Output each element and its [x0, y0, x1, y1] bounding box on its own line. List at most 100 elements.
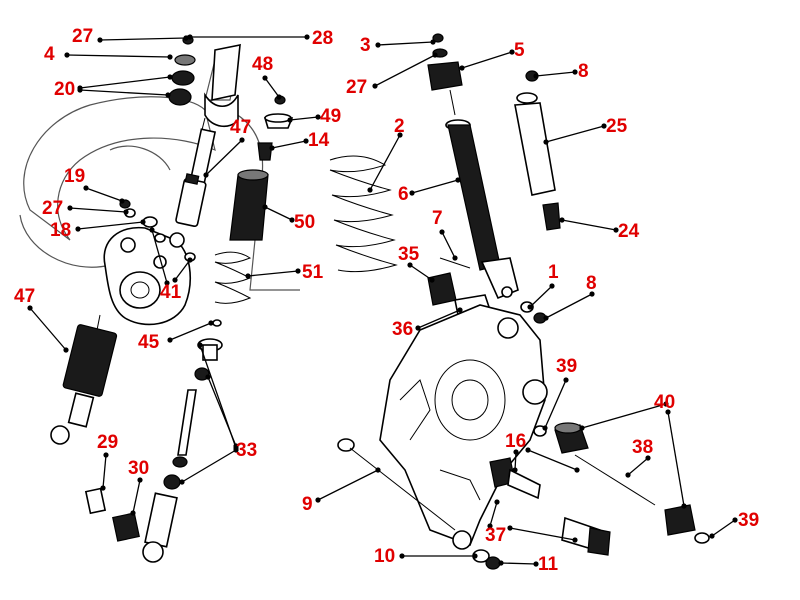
leader-dot-c41	[187, 257, 193, 263]
leader-dot-c28	[304, 34, 310, 40]
leader-line-c37	[509, 527, 576, 541]
leader-line-c51	[247, 270, 299, 277]
callout-label-c4: 4	[44, 44, 55, 65]
leader-dot-c29	[103, 452, 109, 458]
leader-dot-c50	[262, 204, 268, 210]
leader-dot-c11	[498, 560, 504, 566]
leader-line-c16	[514, 451, 517, 471]
leader-dot-c18	[140, 219, 146, 225]
leader-dot-c19	[119, 198, 125, 204]
leader-dot-c19	[83, 185, 89, 191]
leader-dot-c3	[430, 39, 436, 45]
leader-line-c14	[271, 140, 307, 149]
leader-dot-c47b	[27, 305, 33, 311]
leader-line-c27b	[69, 207, 127, 213]
leader-line-c36	[417, 309, 461, 329]
leader-dot-c1	[549, 283, 555, 289]
callout-label-c8a: 8	[578, 61, 589, 82]
leader-dot-c36	[457, 307, 463, 313]
leader-line-c20	[79, 76, 171, 89]
leader-line-c16	[527, 449, 578, 471]
leader-dot-c8a	[533, 73, 539, 79]
leader-dot-c37	[572, 537, 578, 543]
leader-dot-c27c	[372, 83, 378, 89]
leader-line-c47b	[29, 307, 67, 351]
leader-dot-c9	[315, 497, 321, 503]
leader-dot-c16	[574, 467, 580, 473]
leader-line-c8a	[535, 71, 576, 77]
leader-dot-c24	[559, 217, 565, 223]
leader-dot-c6	[409, 190, 415, 196]
callout-label-c1: 1	[548, 262, 559, 283]
small-spring	[212, 251, 252, 327]
leader-dot-c25	[601, 123, 607, 129]
callout-label-c27a: 27	[72, 26, 93, 47]
leader-line-c39b	[711, 519, 736, 537]
callout-label-c36: 36	[392, 319, 413, 340]
callout-label-c45: 45	[138, 332, 160, 353]
leader-line-c25	[545, 125, 605, 143]
washers-bottom	[472, 549, 501, 570]
leader-dot-c41	[172, 277, 178, 283]
leader-dot-c33	[179, 479, 185, 485]
callout-label-c14: 14	[308, 130, 330, 151]
leader-line-c27c	[374, 54, 436, 87]
leader-line-c5	[461, 51, 513, 69]
leader-line-c50	[264, 206, 293, 221]
leader-dot-c48	[276, 94, 282, 100]
leader-dot-c8a	[572, 69, 578, 75]
leader-dot-c27b	[123, 209, 129, 215]
leader-line-c38	[627, 457, 649, 476]
leader-line-c24	[561, 219, 617, 231]
leader-line-c6	[411, 179, 459, 194]
leader-dot-c10	[472, 553, 478, 559]
callout-label-c30: 30	[128, 458, 149, 479]
leader-dot-c14	[269, 145, 275, 151]
leader-dot-c25	[543, 139, 549, 145]
callout-label-c47b: 47	[14, 286, 35, 307]
leader-dot-c47a	[239, 137, 245, 143]
leader-dot-c20	[167, 74, 173, 80]
leader-dot-c39b	[732, 517, 738, 523]
leader-dot-c20	[77, 87, 83, 93]
leader-dot-c40	[681, 503, 687, 509]
long-bolt	[337, 438, 456, 531]
leader-line-c18	[77, 221, 144, 230]
leader-dot-c37	[507, 525, 513, 531]
leader-dot-c49	[315, 114, 321, 120]
shock-absorber-upper	[169, 117, 217, 248]
callout-label-c7: 7	[432, 208, 443, 229]
leader-dot-c16	[513, 449, 519, 455]
callout-label-c49: 49	[320, 106, 341, 127]
leader-dot-c4	[64, 52, 70, 58]
damper-rod-parts	[163, 338, 223, 490]
leader-dot-c30	[137, 477, 143, 483]
swingarm-pivot-parts	[489, 422, 710, 556]
leader-dot-c30	[130, 510, 136, 516]
leader-dot-c4	[167, 54, 173, 60]
leader-dot-c38	[645, 455, 651, 461]
leader-dot-c50	[289, 217, 295, 223]
leader-dot-c37	[494, 499, 500, 505]
leader-line-c45	[169, 322, 212, 341]
leader-line-c48	[264, 77, 280, 98]
callout-label-c27c: 27	[346, 77, 367, 98]
leader-lines	[27, 34, 738, 567]
leader-dot-c39b	[709, 533, 715, 539]
leader-dot-c48	[262, 75, 268, 81]
leader-dot-c29	[100, 485, 106, 491]
leader-line-c39a	[544, 379, 567, 429]
callout-label-c38: 38	[632, 437, 653, 458]
leader-dot-c16	[512, 467, 518, 473]
leader-line-c8b	[545, 293, 593, 319]
callout-label-c40: 40	[654, 392, 675, 413]
leader-line-c49	[289, 116, 319, 121]
leader-dot-c24	[613, 227, 619, 233]
leader-dot-c9	[375, 467, 381, 473]
leader-dot-c45	[167, 337, 173, 343]
leader-line-c41	[151, 229, 168, 284]
leader-line-c4	[66, 54, 171, 58]
callout-label-c33: 33	[236, 440, 257, 461]
leader-dot-c16	[525, 447, 531, 453]
